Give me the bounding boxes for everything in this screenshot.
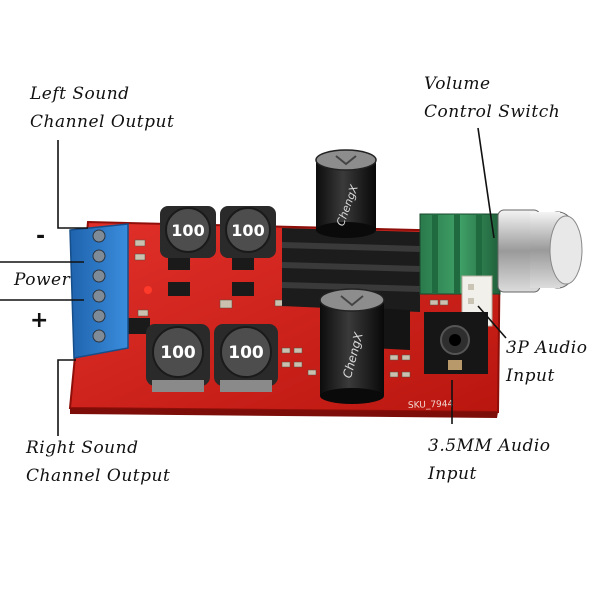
pcb-edge [70,408,498,418]
inductor-value-label: 100 [171,221,204,240]
volume-line-2: Control Switch [424,102,561,122]
power-label: Power [14,270,71,290]
ic-chip [168,256,190,270]
inductor-top-right: 100 [220,206,276,258]
inductor-bottom-left: 100 [146,324,210,392]
inductor-value-label: 100 [160,343,196,363]
volume-potentiometer [419,209,583,295]
ic-chip [232,282,254,296]
smd-components [134,239,449,378]
volume-control-label: Volume Control Switch [424,70,560,126]
ic-chip [232,256,254,270]
capacitor-bottom: ChengX [319,288,385,404]
ic-chip [128,318,150,334]
inductor-bottom-right: 100 [214,324,278,392]
audio-35mm-line-2: Input [428,464,477,484]
audio-3p-label: 3P Audio Input [506,334,587,390]
audio-35mm-line-1: 3.5MM Audio [428,436,551,456]
left-output-line-2: Channel Output [30,112,175,132]
plus-sign: + [30,308,49,333]
right-output-label: Right Sound Channel Output [26,434,170,490]
ic-chip [168,282,190,296]
inductor-value-label: 100 [231,221,264,240]
right-output-line-2: Channel Output [26,466,171,486]
left-output-label: Left Sound Channel Output [30,80,174,136]
inductor-value-label: 100 [228,343,264,363]
inductor-top-left: 100 [160,206,216,258]
left-output-line-1: Left Sound [30,84,130,104]
pcb-marking: SKU_7944 [408,399,454,411]
audio-jack-35mm [424,312,488,374]
minus-sign: - [36,224,46,249]
right-output-line-1: Right Sound [26,438,139,458]
audio-3p-line-1: 3P Audio [506,338,588,358]
annotation-lines [0,127,507,436]
screw-terminal-block [69,223,129,359]
led [144,286,152,294]
audio-35mm-label: 3.5MM Audio Input [428,432,551,488]
audio-3p-line-2: Input [506,366,555,386]
volume-line-1: Volume [424,74,491,94]
capacitor-top: ChengX [315,149,377,238]
